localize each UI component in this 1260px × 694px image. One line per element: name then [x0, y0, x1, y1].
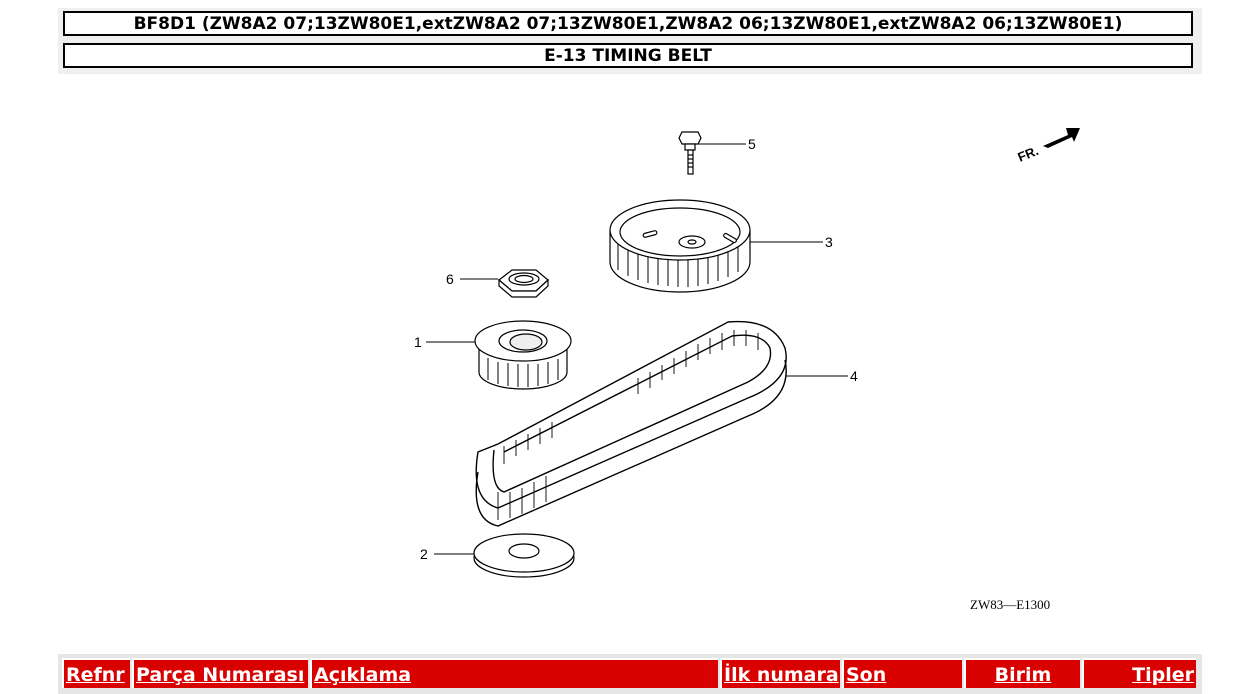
part-1-drive-pulley[interactable] [426, 320, 572, 390]
callout-5: 5 [748, 136, 756, 152]
diagram-drawing: 5 FR. [414, 128, 1080, 612]
column-description-link[interactable]: Açıklama [314, 664, 412, 686]
column-types[interactable]: Tipler [1082, 658, 1196, 688]
section-title: E-13 TIMING BELT [63, 43, 1193, 68]
callout-6: 6 [446, 271, 454, 287]
parts-header: BF8D1 (ZW8A2 07;13ZW80E1,extZW8A2 07;13Z… [58, 8, 1202, 74]
column-unit-link[interactable]: Birim [994, 664, 1052, 686]
model-title: BF8D1 (ZW8A2 07;13ZW80E1,extZW8A2 07;13Z… [63, 11, 1193, 36]
callout-1: 1 [414, 334, 422, 350]
column-part-number-link[interactable]: Parça Numarası [136, 664, 305, 686]
callout-3: 3 [825, 234, 833, 250]
column-first-number[interactable]: İlk numara [720, 658, 840, 688]
part-3-driven-pulley[interactable] [609, 199, 823, 293]
callout-2: 2 [420, 546, 428, 562]
part-5-bolt[interactable] [678, 131, 746, 175]
exploded-parts-diagram: 5 FR. [58, 80, 1202, 650]
part-6-nut[interactable] [460, 269, 549, 298]
column-refnr[interactable]: Refnr [62, 658, 130, 688]
column-last-link[interactable]: Son [846, 664, 887, 686]
column-unit[interactable]: Birim [964, 658, 1080, 688]
front-marker-label: FR. [1016, 143, 1041, 165]
column-refnr-link[interactable]: Refnr [66, 664, 125, 686]
figure-code: ZW83—E1300 [970, 597, 1050, 612]
column-description[interactable]: Açıklama [310, 658, 718, 688]
part-4-timing-belt[interactable] [475, 320, 848, 527]
front-direction-arrow-icon: FR. [1016, 128, 1080, 165]
parts-table-header: Refnr Parça Numarası Açıklama İlk numara… [58, 654, 1202, 694]
column-part-number[interactable]: Parça Numarası [132, 658, 308, 688]
part-2-washer[interactable] [434, 533, 575, 578]
callout-4: 4 [850, 368, 858, 384]
column-last[interactable]: Son [842, 658, 962, 688]
column-first-number-link[interactable]: İlk numara [724, 664, 839, 686]
column-types-link[interactable]: Tipler [1132, 664, 1194, 686]
